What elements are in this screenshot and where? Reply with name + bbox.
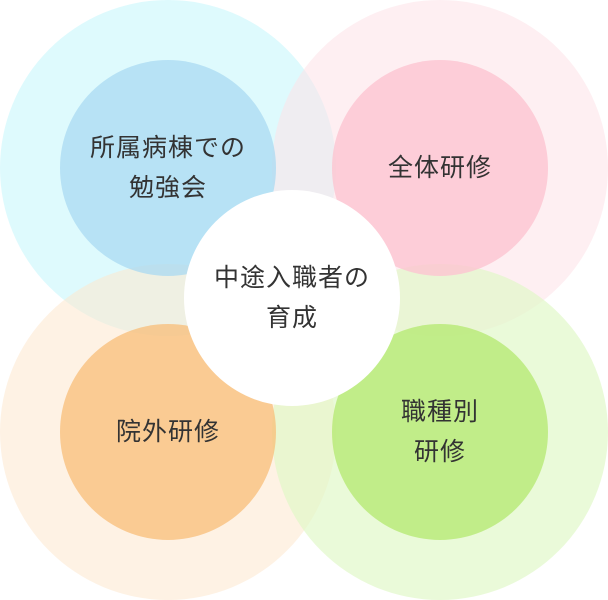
ward-study-line-1: 所属病棟での xyxy=(89,133,246,162)
ward-study-label: 所属病棟での 勉強会 xyxy=(90,128,246,208)
overall-training-label: 全体研修 xyxy=(388,148,492,188)
center-label: 中途入職者の 育成 xyxy=(214,258,370,338)
overall-training-line-1: 全体研修 xyxy=(387,153,492,182)
external-training-label: 院外研修 xyxy=(116,412,220,452)
job-type-training-label: 職種別 研修 xyxy=(401,392,479,472)
center-line-2: 育成 xyxy=(265,303,318,332)
job-type-training-line-1: 職種別 xyxy=(400,397,479,426)
external-training-line-1: 院外研修 xyxy=(115,417,220,446)
center-line-1: 中途入職者の xyxy=(213,263,370,292)
ward-study-line-2: 勉強会 xyxy=(128,173,207,202)
job-type-training-line-2: 研修 xyxy=(413,437,466,466)
center-circle: 中途入職者の 育成 xyxy=(184,190,400,406)
